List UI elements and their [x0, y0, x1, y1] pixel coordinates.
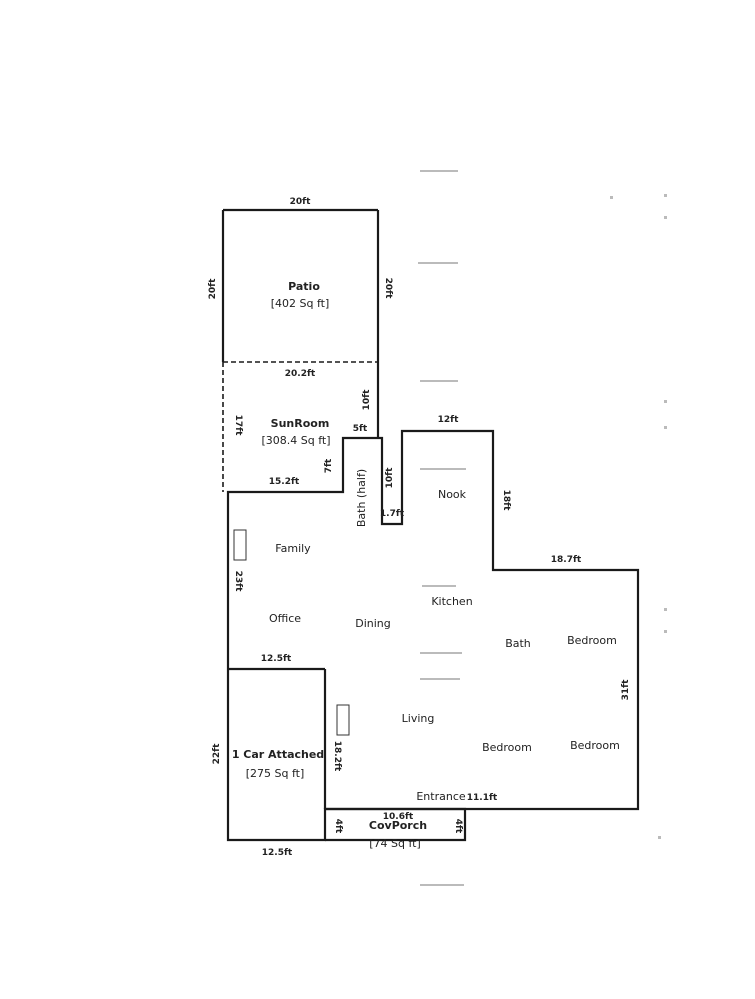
dim-bath-bottom: 1.7ft [380, 509, 405, 519]
dim-nook-top: 12ft [438, 415, 459, 425]
dim-east-right: 31ft [621, 679, 631, 700]
living-label: Living [402, 712, 435, 725]
patio-walls [221, 208, 380, 362]
fixture-icon [336, 704, 350, 736]
porch-label: CovPorch [369, 819, 427, 832]
sunroom-label: SunRoom [271, 417, 330, 430]
dim-bath-right: 10ft [385, 467, 395, 488]
kitchen-label: Kitchen [431, 595, 472, 608]
dim-patio-left: 20ft [208, 278, 218, 299]
dim-sunroom-bottom: 15.2ft [269, 477, 300, 487]
dim-patio-right: 20ft [383, 278, 393, 299]
entrance-label: Entrance [416, 790, 466, 803]
office-label: Office [269, 612, 301, 625]
fireplace-icon [233, 529, 247, 561]
dim-patio-top: 20ft [290, 197, 311, 207]
dim-porch-left: 4ft [333, 819, 343, 834]
dim-office-bottom: 12.5ft [261, 654, 292, 664]
dim-family-left: 23ft [233, 571, 243, 592]
dim-south: 11.1ft [467, 793, 498, 803]
dim-sunroom-top: 20.2ft [285, 369, 316, 379]
dim-sunroom-left: 17ft [233, 415, 243, 436]
porch-area: [74 Sq ft] [369, 837, 421, 850]
porch-walls [325, 807, 467, 842]
dim-bath-top: 5ft [353, 424, 368, 434]
dim-garage-bottom: 12.5ft [262, 848, 293, 858]
bath-half-label: Bath (half) [355, 469, 368, 527]
sunroom-area: [308.4 Sq ft] [261, 434, 330, 447]
sunroom-walls [222, 361, 378, 492]
family-label: Family [275, 542, 311, 555]
dim-nook-right: 18ft [501, 490, 511, 511]
patio-label: Patio [288, 280, 320, 293]
dim-porch-top: 10.6ft [383, 812, 414, 822]
dim-bath-left: 7ft [324, 458, 334, 473]
patio-area: [402 Sq ft] [271, 297, 330, 310]
dining-label: Dining [355, 617, 391, 630]
bedroom-label-2: Bedroom [482, 741, 532, 754]
dim-garage-right: 18.2ft [332, 741, 342, 772]
dim-porch-right: 4ft [453, 819, 463, 834]
garage-area: [275 Sq ft] [246, 767, 305, 780]
dim-east-top: 18.7ft [551, 555, 582, 565]
garage-walls [228, 667, 327, 809]
bedroom-label-1: Bedroom [567, 634, 617, 647]
bath-label: Bath [505, 637, 531, 650]
nook-label: Nook [438, 488, 467, 501]
dim-garage-left: 22ft [212, 743, 222, 764]
house-outline [226, 362, 640, 842]
bedroom-label-3: Bedroom [570, 739, 620, 752]
garage-label: 1 Car Attached [232, 748, 324, 761]
scan-noise [418, 170, 667, 886]
dim-sunroom-right: 10ft [362, 389, 372, 410]
